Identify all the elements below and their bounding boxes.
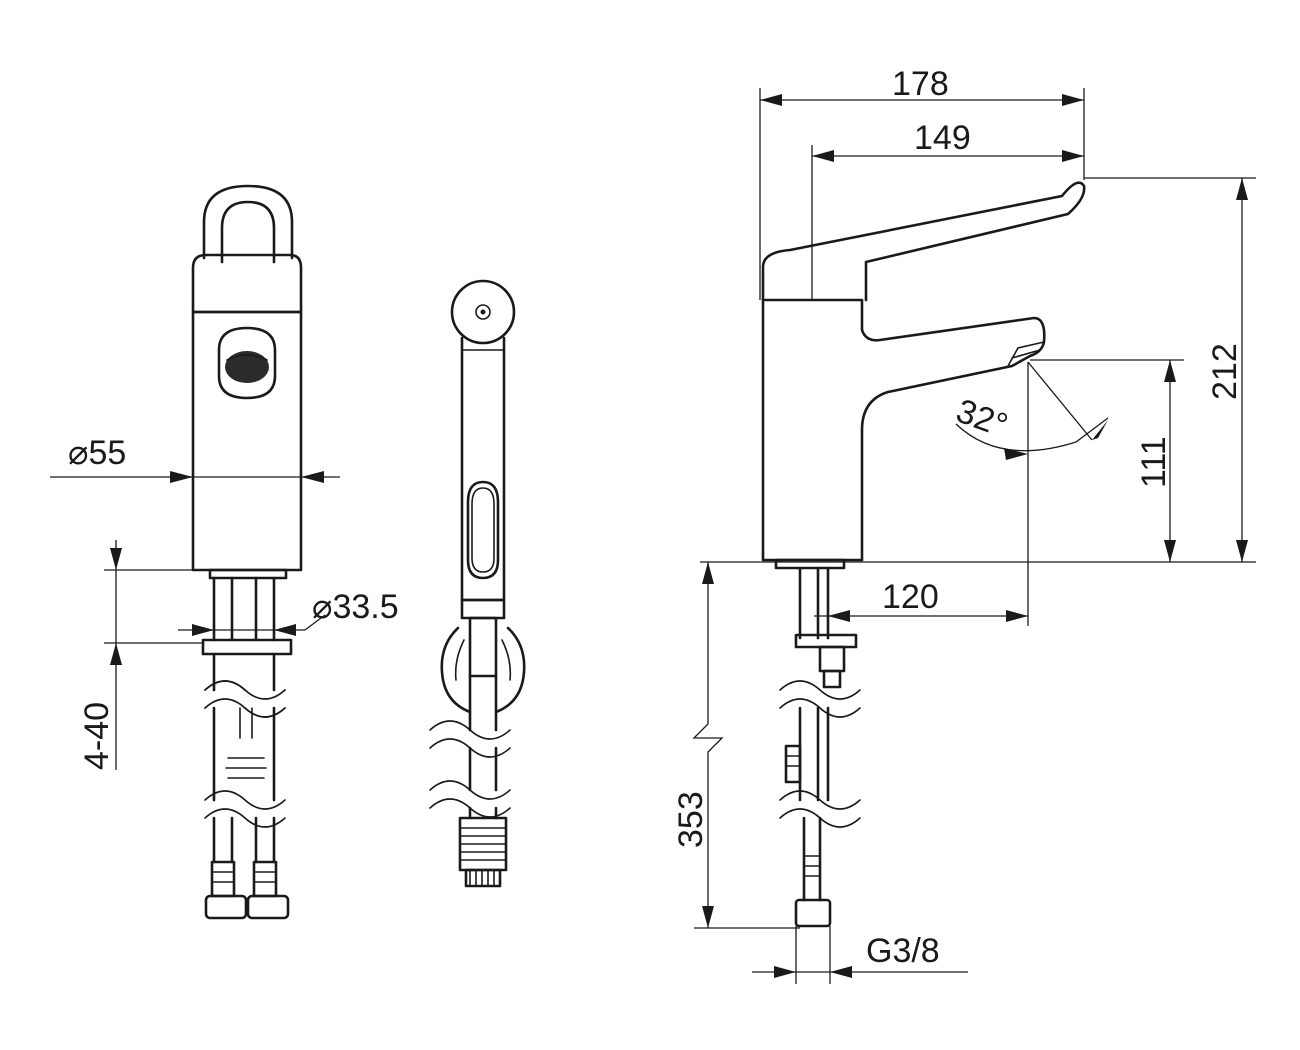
dim-diameter-shank: ⌀33.5 [312,588,399,626]
sensor-window [217,326,277,400]
dim-spray-angle: 32° [951,392,1012,445]
side-view: 178 149 212 111 32° 120 [672,65,1256,984]
shower-button [466,480,500,580]
shower-holder [440,626,526,714]
body-cap [191,253,303,314]
lever-loop-inner [220,200,276,264]
dim-hose-length: 353 [672,791,710,848]
dim-diameter-body: ⌀55 [68,434,126,472]
dim-thread: G3/8 [866,932,940,970]
clamp-washer-side [794,633,858,649]
dim-height-total: 212 [1206,343,1244,400]
front-view: ⌀55 ⌀33.5 4-40 [50,184,399,920]
body [191,310,303,572]
nut-left [204,894,248,920]
clamp-washer [201,638,293,656]
dim-width-total: 178 [892,65,949,103]
pipe-left [212,576,276,642]
lever-loop [202,184,294,260]
faucet-lever [761,181,1086,302]
base-ring [208,568,288,580]
dim-deck-thickness: 4-40 [78,702,116,770]
hand-shower-view [429,279,526,888]
sensor-lens [225,351,269,383]
shower-head [450,279,516,345]
dim-width-lever: 149 [914,119,971,157]
nut-right [246,894,290,920]
nut-side [794,898,832,928]
dim-height-outlet: 111 [1135,436,1173,488]
dim-reach: 120 [882,578,939,616]
